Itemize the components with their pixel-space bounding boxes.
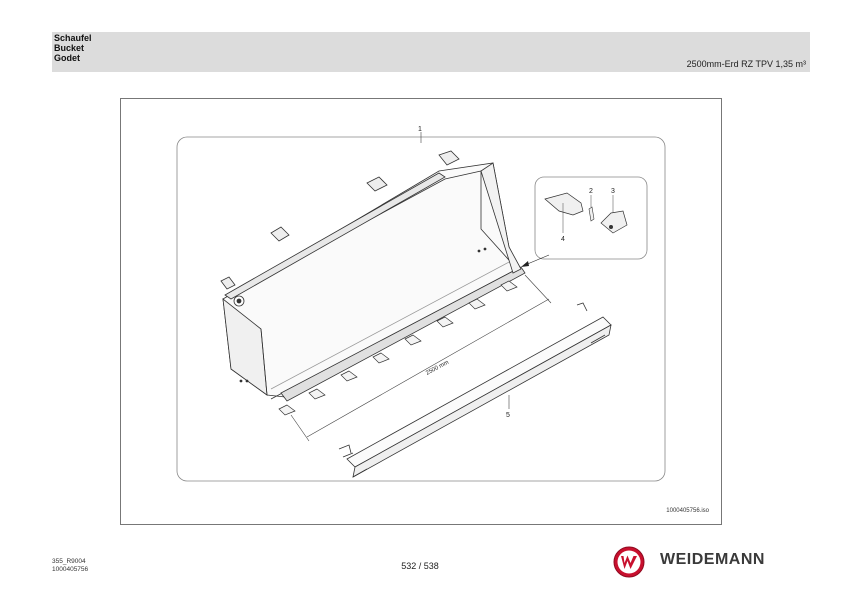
tooth-adapter: [544, 192, 584, 216]
title-german: Schaufel: [54, 33, 92, 43]
title-french: Godet: [54, 53, 80, 63]
weidemann-logo-icon: [613, 546, 645, 578]
callout-2: 2: [589, 188, 593, 195]
drawing-file-code: 1000405756.iso: [666, 508, 709, 514]
doc-code-line-2: 1000405756: [52, 566, 89, 573]
edge-protector: [338, 302, 612, 478]
drawing-frame: 1: [120, 98, 722, 525]
callout-1: 1: [418, 126, 422, 133]
title-english: Bucket: [54, 43, 85, 53]
callout-5: 5: [506, 412, 510, 419]
bucket-teeth: [278, 280, 518, 416]
tooth-detail-box: [521, 176, 648, 267]
retaining-pin: [588, 206, 595, 222]
callout-4: 4: [561, 236, 565, 243]
page-number: 532 / 538: [401, 561, 439, 571]
bucket: [220, 150, 526, 402]
document-code: 355_R9004 1000405756: [52, 558, 88, 574]
width-dimension: [290, 274, 552, 442]
tooth-tip: [600, 210, 628, 234]
exploded-view-drawing: 1: [176, 126, 666, 482]
part-title: Schaufel Bucket Godet: [54, 33, 92, 63]
doc-code-line-1: 355_R9004: [52, 558, 86, 565]
document-header: Schaufel Bucket Godet 2500mm-Erd RZ TPV …: [52, 32, 810, 72]
part-description: 2500mm-Erd RZ TPV 1,35 m³: [686, 59, 806, 69]
brand-name: WEIDEMANN: [660, 551, 765, 568]
callout-3: 3: [611, 188, 615, 195]
